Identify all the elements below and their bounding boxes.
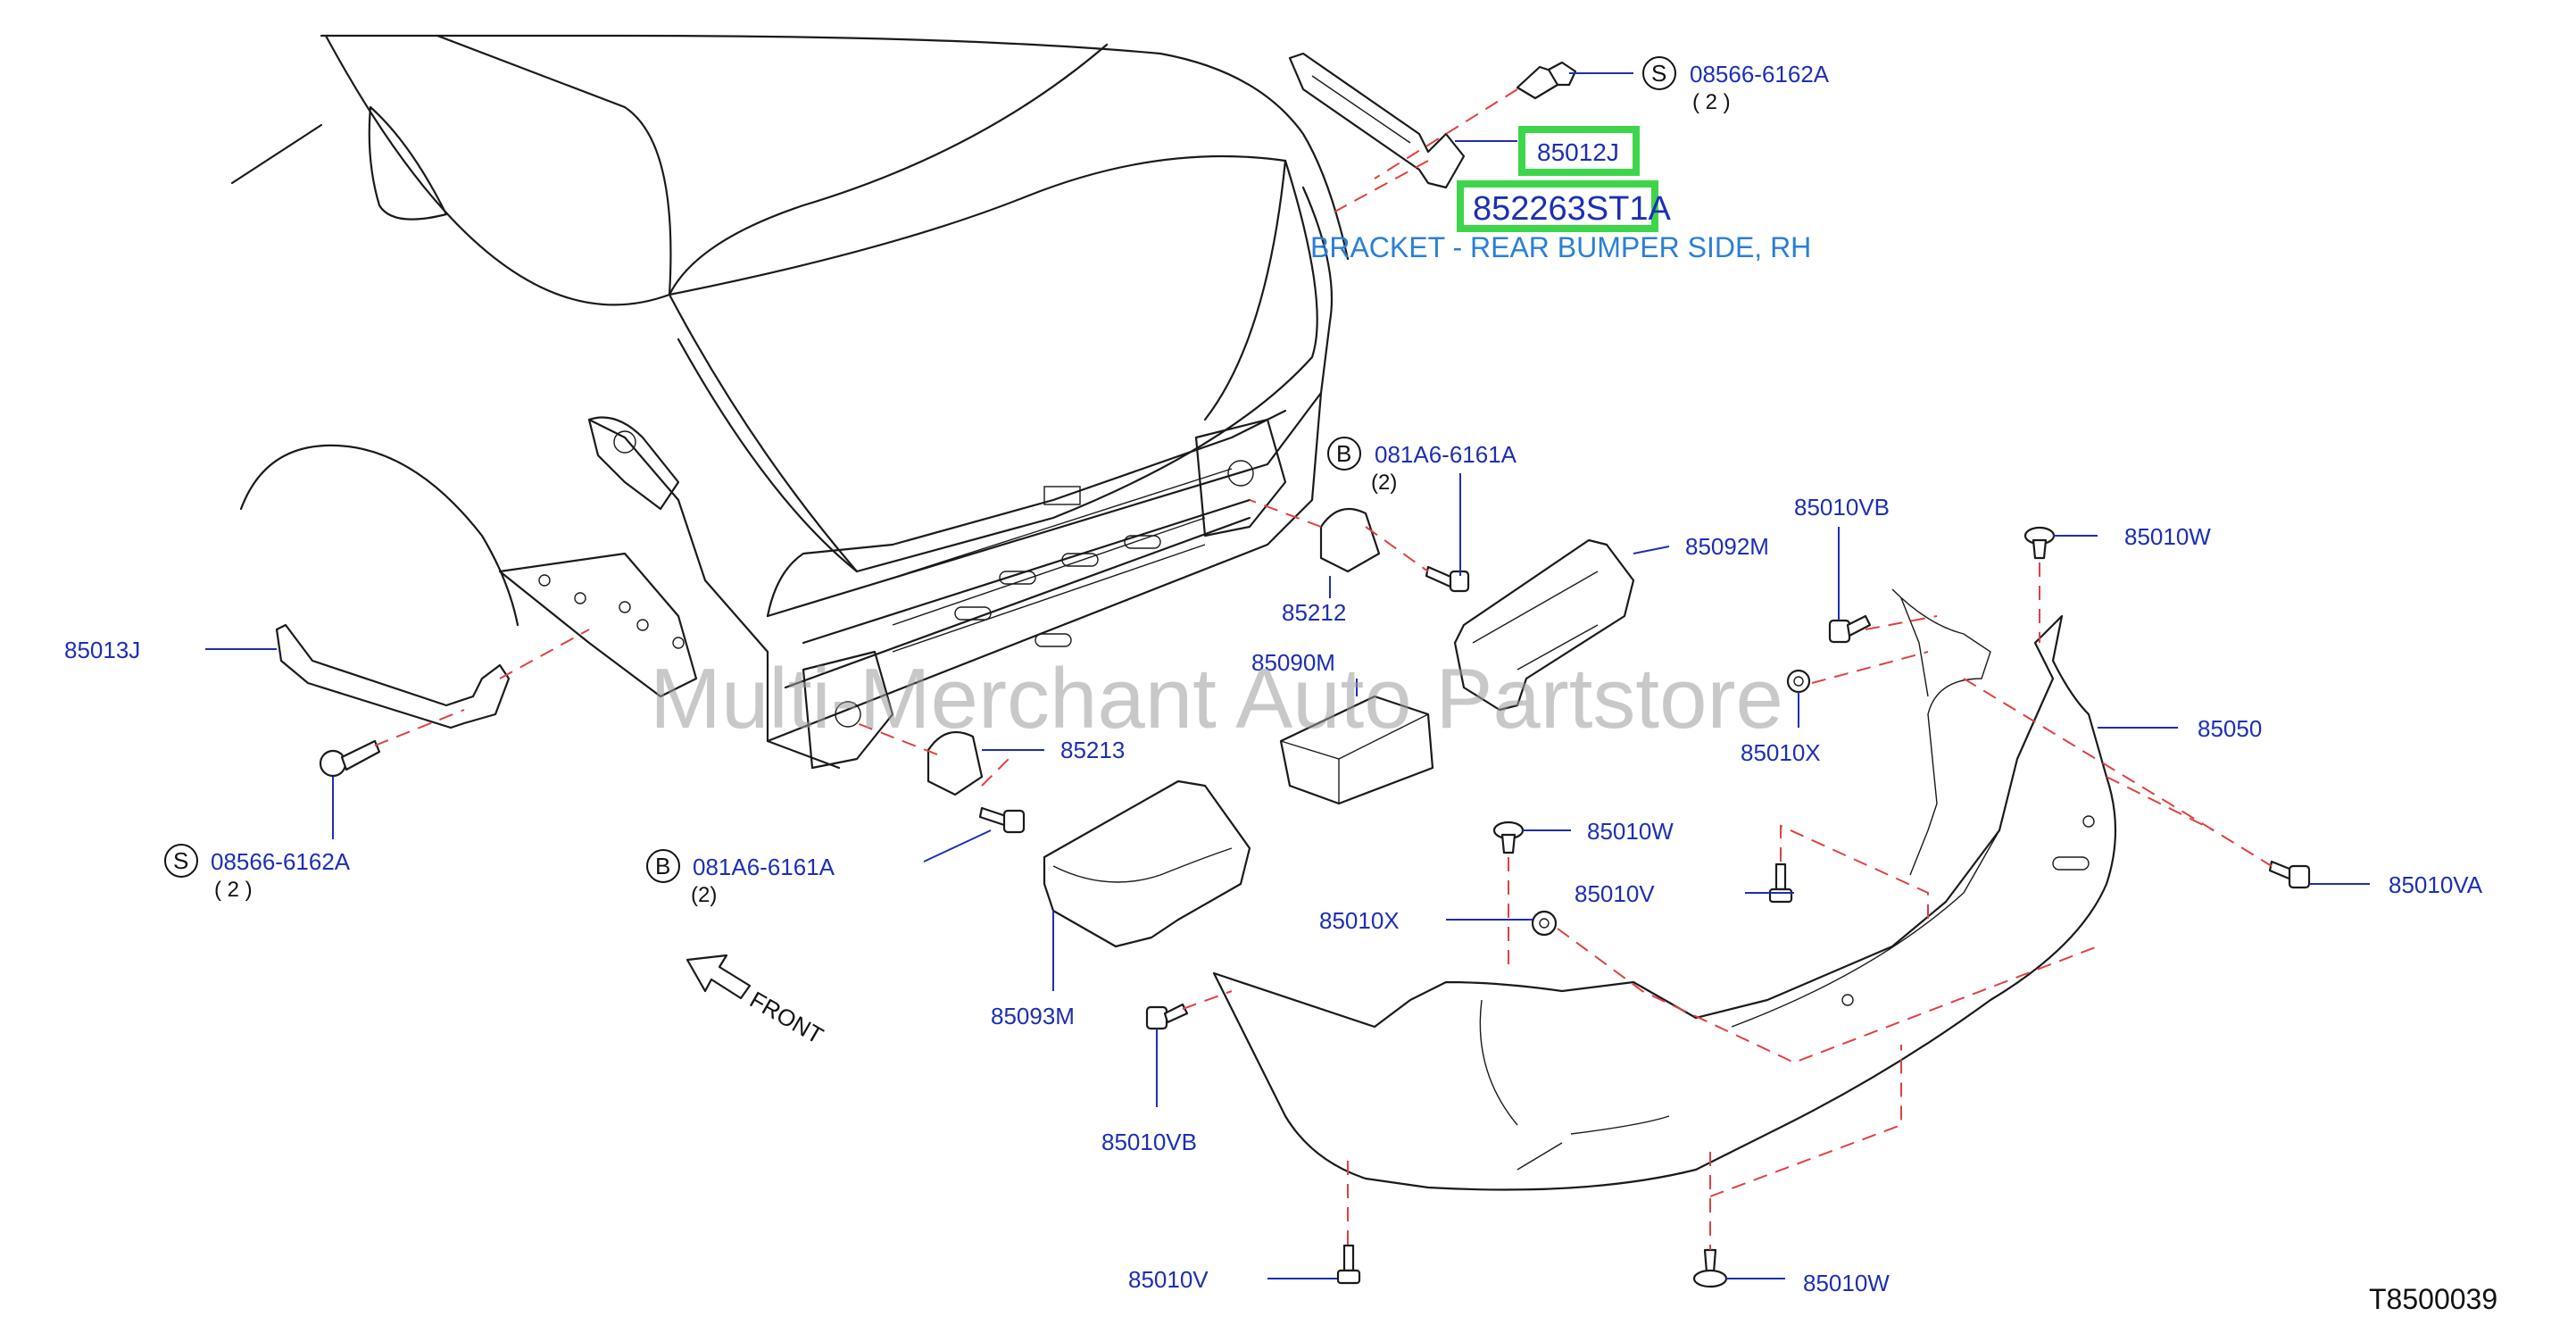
bolt-85010vb-bottom-icon <box>1145 1003 1189 1030</box>
car-body-outline <box>230 34 1350 770</box>
screw-left-icon <box>319 739 381 778</box>
label-85010vb-bottom[interactable]: 85010VB <box>1101 1129 1197 1155</box>
quantity: (2) <box>1371 471 1397 495</box>
absorber-85092m <box>1453 538 1635 712</box>
screw-85010v-mid-icon <box>1768 862 1793 904</box>
label-85010v-bottom[interactable]: 85010V <box>1128 1266 1209 1293</box>
fasteners <box>319 61 2311 1288</box>
front-indicator: FRONT <box>686 954 828 1049</box>
symbol-b: B <box>1336 440 1351 467</box>
diagram-code: T8500039 <box>2369 1283 2497 1315</box>
part-number[interactable]: 08566-6162A <box>1690 61 1830 88</box>
absorber-85090m <box>1279 695 1434 805</box>
clip-85010w-bottom-icon <box>1692 1248 1728 1288</box>
label-85213[interactable]: 85213 <box>1060 737 1125 763</box>
label-85092m[interactable]: 85092M <box>1685 533 1769 560</box>
symbol-s: S <box>1651 60 1666 87</box>
b-symbol-icon <box>1327 437 1361 471</box>
screw-top-icon <box>1516 61 1577 100</box>
part-number[interactable]: 08566-6162A <box>211 848 351 875</box>
highlighted-part-label[interactable]: 85012J <box>1537 138 1619 166</box>
callout-screw-top[interactable]: S 08566-6162A ( 2 ) <box>1642 56 1830 114</box>
label-85010x-right[interactable]: 85010X <box>1741 739 1821 766</box>
label-85010w-bottom[interactable]: 85010W <box>1803 1270 1890 1296</box>
absorber-85093m <box>1043 779 1251 948</box>
bolt-lower-icon <box>978 806 1026 834</box>
clip-85010w-top-icon <box>2023 526 2056 560</box>
bumper-stop-85213 <box>927 730 984 796</box>
label-85093m[interactable]: 85093M <box>991 1003 1075 1029</box>
bracket-lh-85013j <box>275 623 511 729</box>
highlight-box-part-label <box>1518 126 1640 176</box>
s-symbol-icon <box>1642 56 1676 90</box>
quantity: ( 2 ) <box>214 878 253 902</box>
watermark: Multi-Merchant Auto Partstore <box>650 651 1783 746</box>
bumper-stop-85212 <box>1319 507 1381 573</box>
highlight-group: 85012J 852263ST1A BRACKET - REAR BUMPER … <box>1310 126 1811 263</box>
part-number[interactable]: 081A6-6161A <box>1375 441 1517 468</box>
label-85010va[interactable]: 85010VA <box>2389 871 2483 898</box>
nut-85010x-right-icon <box>1786 669 1811 694</box>
part-number[interactable]: 081A6-6161A <box>693 854 835 880</box>
highlighted-oem-number[interactable]: 852263ST1A <box>1473 190 1671 228</box>
label-85212[interactable]: 85212 <box>1282 599 1346 626</box>
symbol-s: S <box>173 847 188 874</box>
rear-bumper-fascia-85050 <box>1212 588 2117 1191</box>
quantity: (2) <box>691 883 717 907</box>
label-85090m[interactable]: 85090M <box>1251 649 1335 676</box>
label-85050[interactable]: 85050 <box>2198 715 2262 742</box>
bracket-rh-85012j <box>1288 52 1466 189</box>
label-85010w-top[interactable]: 85010W <box>2124 523 2211 550</box>
highlighted-part-description: BRACKET - REAR BUMPER SIDE, RH <box>1310 231 1811 263</box>
quantity: ( 2 ) <box>1692 90 1731 114</box>
clip-85010w-mid-icon <box>1492 821 1525 854</box>
assembly-lines <box>374 88 2273 1250</box>
front-arrow-icon <box>686 954 752 1000</box>
label-85010x-mid[interactable]: 85010X <box>1319 907 1400 934</box>
s-symbol-icon <box>164 844 198 878</box>
screw-85010v-bottom-icon <box>1336 1244 1361 1285</box>
part-labels: 85013J 85212 85213 85092M 85090M 85093M … <box>64 494 2483 1296</box>
highlight-box-oem-number <box>1457 180 1658 232</box>
leader-lines <box>205 72 2370 1279</box>
label-85010vb-top[interactable]: 85010VB <box>1794 494 1890 521</box>
label-85010w-mid[interactable]: 85010W <box>1587 818 1674 845</box>
bolt-85010va-icon <box>2268 860 2311 889</box>
bolt-upper-icon <box>1425 565 1470 593</box>
nut-85010x-mid-icon <box>1531 910 1558 937</box>
bolt-85010vb-top-icon <box>1828 614 1872 644</box>
callout-screw-left[interactable]: S 08566-6162A ( 2 ) <box>164 844 351 902</box>
front-label: FRONT <box>745 986 828 1049</box>
label-85013j[interactable]: 85013J <box>64 637 140 663</box>
callout-bolt-lower[interactable]: B 081A6-6161A (2) <box>646 849 835 907</box>
callout-bolt-upper[interactable]: B 081A6-6161A (2) <box>1327 437 1517 495</box>
b-symbol-icon <box>646 849 680 883</box>
label-85010v-mid[interactable]: 85010V <box>1575 880 1655 907</box>
symbol-b: B <box>655 853 670 879</box>
